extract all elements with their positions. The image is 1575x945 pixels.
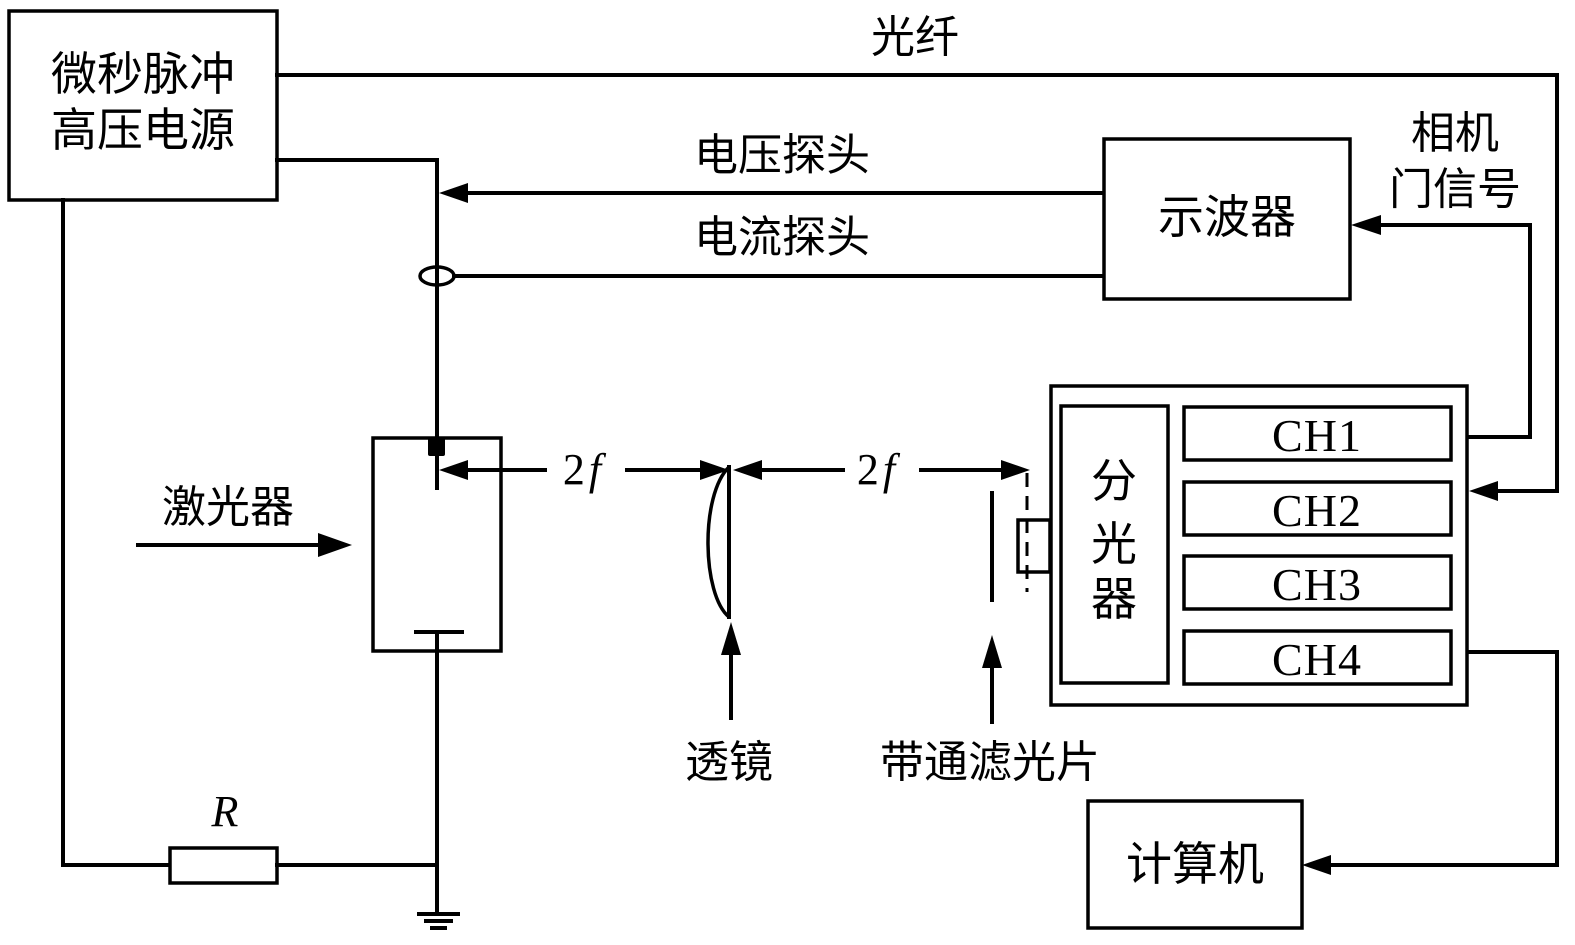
distance-left-label: 2f (563, 445, 607, 494)
distance-left-number: 2 (563, 445, 585, 494)
channel-label-ch4: CH4 (1272, 634, 1362, 685)
filter-label: 带通滤光片 (880, 737, 1100, 788)
channel-box-ch2 (1182, 480, 1453, 537)
high-voltage-electrode-icon (428, 437, 445, 456)
ground-symbol-icon (417, 912, 460, 930)
laser-label: 激光器 (162, 482, 294, 533)
voltage-probe-arrowhead-icon (439, 183, 468, 203)
resistor-label: R (211, 787, 239, 836)
power-supply-label-line1: 微秒脉冲 (51, 47, 235, 101)
distance-right-arrowhead-right-icon (1001, 460, 1030, 480)
resistor-icon (168, 846, 279, 885)
computer-box (1086, 799, 1304, 930)
channel-box-ch4 (1182, 629, 1453, 686)
channel-box-ch3 (1182, 554, 1453, 611)
channel-label-ch3: CH3 (1272, 559, 1362, 610)
channel-label-ch2: CH2 (1272, 485, 1362, 536)
distance-right-arrowhead-left-icon (733, 460, 762, 480)
return-wire-left (61, 198, 172, 867)
power-supply-box (7, 9, 279, 202)
distance-left-variable: f (589, 445, 607, 494)
camera-gate-arrowhead-icon (1351, 215, 1381, 235)
computer-label: 计算机 (1126, 837, 1264, 891)
camera-gate-label-line2: 门信号 (1389, 164, 1521, 215)
fiber-wire (275, 73, 1559, 493)
beam-splitter-box (1059, 404, 1170, 685)
voltage-probe-label: 电压探头 (694, 130, 870, 181)
channel-label-ch1: CH1 (1272, 410, 1362, 461)
camera-gate-wire (1376, 223, 1532, 439)
power-supply-label-line2: 高压电源 (51, 103, 235, 157)
fiber-label: 光纤 (871, 12, 959, 63)
current-probe-label: 电流探头 (694, 212, 870, 263)
beam-splitter-label-char1: 分 (1091, 454, 1137, 508)
camera-gate-label-line1: 相机 (1411, 108, 1499, 159)
lens-pointer-arrowhead-icon (721, 622, 741, 655)
fiber-arrowhead-icon (1469, 481, 1498, 501)
hv-output-wire (275, 158, 439, 442)
beam-splitter-label-char3: 器 (1091, 572, 1137, 626)
distance-left-arrowhead-right-icon (700, 460, 729, 480)
distance-right-variable: f (883, 445, 901, 494)
data-output-wire (1328, 650, 1559, 867)
data-output-arrowhead-icon (1302, 855, 1331, 875)
lens-icon (706, 465, 731, 619)
channel-box-ch1 (1182, 405, 1453, 462)
laser-arrowhead-icon (318, 533, 352, 557)
camera-lens-mount (1016, 518, 1052, 574)
distance-right-label: 2f (857, 445, 901, 494)
distance-right-number: 2 (857, 445, 879, 494)
distance-left-arrowhead-left-icon (439, 460, 468, 480)
lens-label: 透镜 (685, 737, 773, 788)
oscilloscope-box (1102, 137, 1352, 301)
filter-pointer-arrowhead-icon (982, 635, 1002, 668)
beam-splitter-label-char2: 光 (1091, 517, 1137, 571)
oscilloscope-label: 示波器 (1158, 190, 1296, 244)
